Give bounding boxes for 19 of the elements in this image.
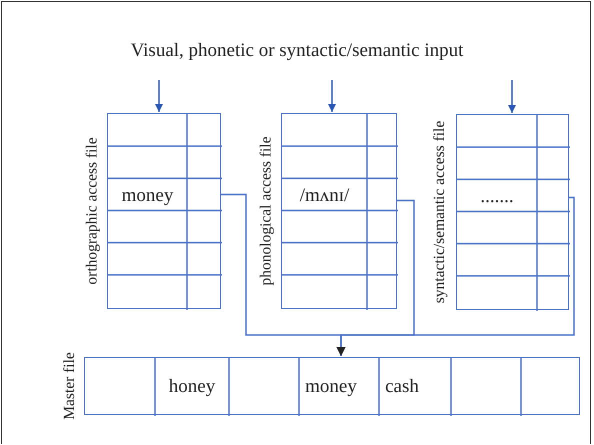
table-entry: cash xyxy=(367,358,437,416)
file-label: orthographic access file xyxy=(83,137,102,285)
arrow xyxy=(508,80,516,113)
file-table xyxy=(281,113,397,309)
arrow xyxy=(328,80,336,112)
table-entry: honey xyxy=(155,358,229,416)
table-entry: ....... xyxy=(457,180,537,213)
file-label: syntactic/semantic access file xyxy=(431,120,450,304)
table-entry: money xyxy=(295,358,367,416)
file-table xyxy=(84,357,580,415)
table-entry: money xyxy=(108,179,187,212)
arrow xyxy=(336,196,575,356)
diagram-title: Visual, phonetic or syntactic/semantic input xyxy=(130,40,464,62)
file-table xyxy=(456,114,569,310)
file-label: Master file xyxy=(60,352,79,420)
file-table xyxy=(107,113,221,309)
table-entry: /mʌnɪ/ xyxy=(282,179,367,212)
arrow xyxy=(155,80,163,112)
file-label: phonological access file xyxy=(256,136,275,286)
